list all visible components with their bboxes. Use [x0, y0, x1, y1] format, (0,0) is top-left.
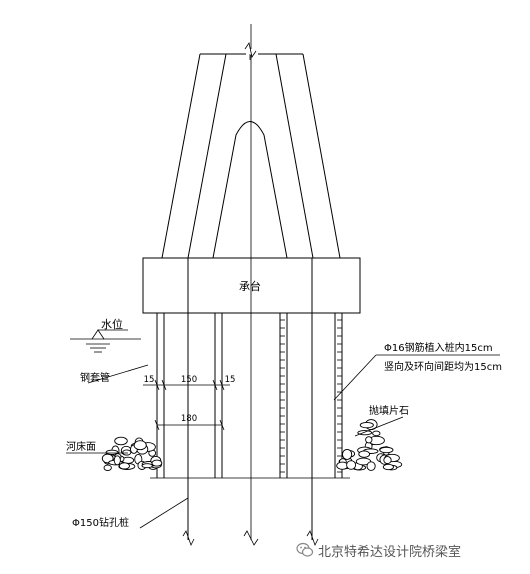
rubble-stone — [366, 461, 376, 471]
rubble-stone — [141, 463, 153, 469]
rubble-stone — [365, 436, 373, 444]
rubble-stone — [382, 463, 394, 471]
left-pile — [156, 258, 223, 547]
rebar-note-line1: Φ16钢筋植入桩内15cm — [384, 341, 493, 354]
rubble-stone — [379, 446, 394, 454]
casing-label: 钢套管 — [80, 371, 110, 384]
rubble-stone — [358, 450, 371, 458]
watermark-text: 北京特希达设计院桥梁室 — [318, 544, 462, 560]
rubble-label: 抛填片石 — [369, 404, 409, 417]
rubble-stone — [346, 460, 357, 470]
dim-right-gap: 15 — [225, 375, 236, 385]
dim-total-width: 180 — [181, 414, 197, 424]
water-level-symbol — [70, 329, 141, 353]
rubble-stone — [105, 449, 119, 455]
right-pile — [279, 258, 343, 547]
pile-label: Φ150钻孔桩 — [72, 516, 129, 529]
rebar-ticks — [280, 319, 342, 473]
rubble-leader — [354, 416, 404, 437]
rubble-stone — [113, 455, 121, 466]
rubble-stone — [122, 449, 132, 456]
watermark: 北京特希达设计院桥梁室 — [296, 539, 461, 561]
rebar-note-line2: 竖向及环向间距均为15cm — [384, 360, 502, 373]
riverbed-rubble-right — [336, 419, 403, 471]
casing-leader — [87, 364, 149, 384]
riverbed-label: 河床面 — [66, 440, 96, 453]
pile-leader — [139, 497, 189, 529]
rubble-stone — [151, 459, 163, 467]
centerline — [243, 24, 259, 546]
rubble-stone — [114, 436, 128, 446]
pile-cap — [142, 257, 361, 314]
rubble-stone — [359, 421, 374, 429]
pier-inner-outline — [187, 53, 314, 259]
dim-pile-width: 150 — [181, 375, 197, 385]
wechat-logo-icon — [296, 542, 314, 557]
rubble-stone — [383, 456, 392, 465]
water-level-label: 水位 — [101, 317, 123, 331]
pier-arch-opening — [212, 54, 288, 259]
rubble-stone — [342, 448, 353, 460]
rubble-stone — [118, 462, 130, 470]
rubble-stone — [133, 440, 147, 451]
rubble-stone — [372, 430, 381, 437]
pier-outer-outline — [161, 53, 341, 259]
dim-left-gap: 15 — [144, 375, 155, 385]
rubble-stone — [103, 464, 112, 472]
rebar-leader — [333, 354, 377, 401]
cap-label: 承台 — [239, 279, 261, 293]
riverbed-rubble-left — [101, 436, 163, 472]
dimension-lines — [143, 379, 230, 431]
